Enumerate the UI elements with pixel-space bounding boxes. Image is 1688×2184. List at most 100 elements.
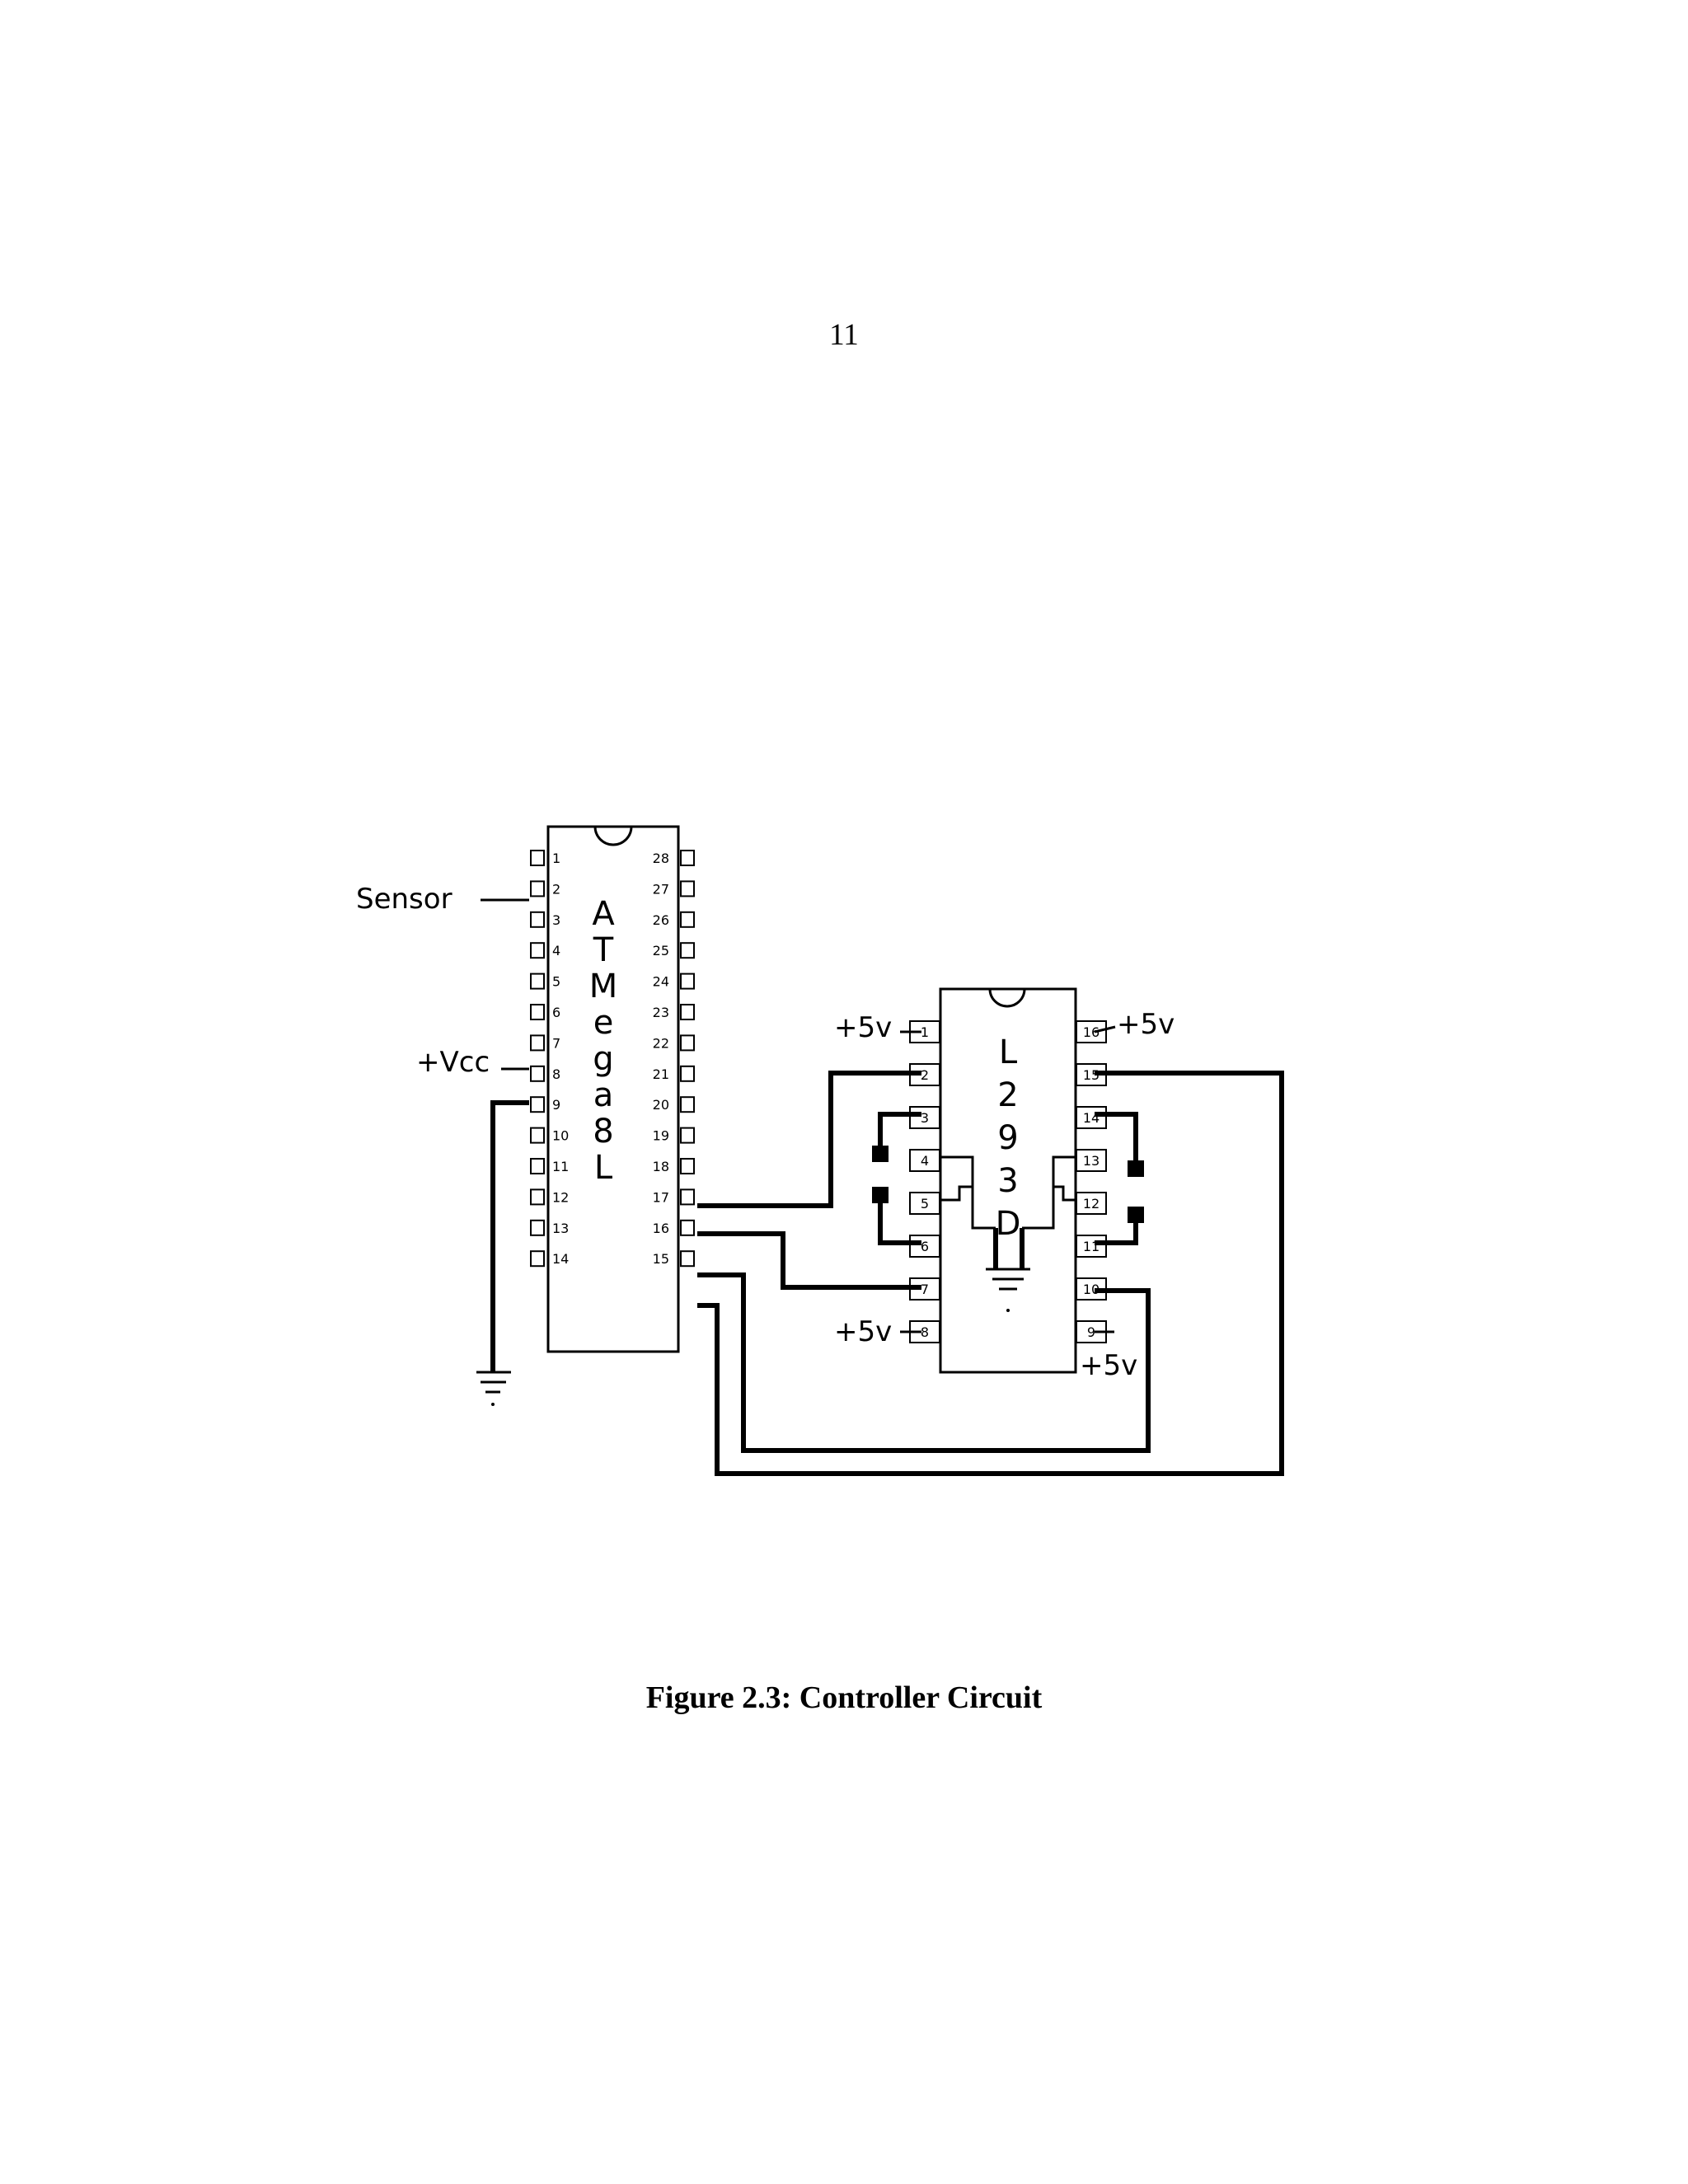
atmega-pin-number-12: 12 — [552, 1189, 569, 1205]
atmega-label-letter: a — [593, 1076, 614, 1114]
atmega-pin-number-28: 28 — [653, 851, 669, 866]
pin12-ground-trace — [1053, 1185, 1076, 1202]
atmega-pin-number-21: 21 — [653, 1066, 669, 1082]
atmega-pin-number-11: 11 — [552, 1159, 569, 1174]
atmega-pin-number-2: 2 — [552, 881, 560, 897]
wire-pin16-to-pin10 — [697, 1272, 1151, 1453]
l293d-pin-number-5: 5 — [921, 1196, 929, 1212]
atmega-pin-number-8: 8 — [552, 1066, 560, 1082]
atmega-pin-number-19: 19 — [653, 1128, 669, 1144]
atmega-pin-number-18: 18 — [653, 1159, 669, 1174]
atmega-pin-number-25: 25 — [653, 943, 669, 958]
atmega-pin-27 — [680, 880, 695, 898]
l293d-label-letter: 9 — [997, 1119, 1018, 1157]
atmega-label-letter: T — [593, 931, 614, 969]
wire-pin18-to-pin2 — [697, 1071, 921, 1208]
l293d-pin-3 — [909, 1106, 940, 1129]
l293d-pin-number-6: 6 — [921, 1239, 929, 1254]
pin14-output-wire — [1095, 1112, 1138, 1162]
l293-pin8-supply-label: +5v — [834, 1315, 892, 1348]
atmega-pin-number-13: 13 — [552, 1221, 569, 1236]
atmega-label-letter: M — [589, 968, 618, 1005]
l293-pin9-supply-label: +5v — [1080, 1349, 1137, 1382]
ground-dot — [491, 1403, 495, 1406]
atmega-pin-number-3: 3 — [552, 912, 560, 928]
atmega-pin-number-9: 9 — [552, 1097, 560, 1113]
figure-caption: Figure 2.3: Controller Circuit — [645, 1680, 1043, 1715]
l293-pin1-supply-label: +5v — [834, 1011, 892, 1044]
l293d-pin-number-1: 1 — [921, 1024, 929, 1040]
atmega-pin-number-6: 6 — [552, 1005, 560, 1020]
wire-pin15-to-pin15 — [697, 1071, 1284, 1476]
atmega-pin-11 — [530, 1158, 545, 1174]
atmega-pin-26 — [680, 911, 695, 928]
atmega-label-letter: 8 — [593, 1113, 613, 1151]
atmega-pin-number-7: 7 — [552, 1035, 560, 1051]
atmega-pin-20 — [680, 1096, 695, 1113]
l293d-pin-12 — [1076, 1192, 1107, 1215]
l293d-pin-13 — [1076, 1149, 1107, 1172]
atmega-pin-2 — [530, 880, 545, 898]
l293d-label-letter: D — [996, 1205, 1021, 1243]
atmega-pin-number-10: 10 — [552, 1128, 569, 1144]
atmega-pin-number-24: 24 — [653, 974, 669, 990]
atmega-pin-4 — [530, 942, 545, 959]
sensor-label: Sensor — [356, 883, 452, 916]
atmega-pin-22 — [680, 1034, 695, 1052]
atmega-pin-18 — [680, 1158, 695, 1174]
l293d-pin-number-12: 12 — [1083, 1196, 1100, 1212]
wire-pin17-to-pin7 — [697, 1231, 921, 1290]
l293d-pin-1 — [909, 1020, 940, 1043]
atmega-pin-number-15: 15 — [653, 1251, 669, 1267]
l293d-pin-number-2: 2 — [921, 1067, 929, 1083]
atmega-pin-23 — [680, 1004, 695, 1020]
atmega-pin-7 — [530, 1034, 545, 1052]
pin3-output-wire — [878, 1112, 921, 1146]
atmega-pin-number-1: 1 — [552, 851, 560, 866]
l293d-ground — [940, 1155, 1076, 1312]
atmega-pin-5 — [530, 972, 545, 990]
pin4-ground-trace — [940, 1155, 996, 1230]
l293-ground-dot — [1006, 1309, 1010, 1312]
atmega-pin-17 — [680, 1188, 695, 1206]
l293d-pin-number-13: 13 — [1083, 1153, 1100, 1169]
atmega8l-notch — [593, 826, 633, 846]
page-number: 11 — [829, 318, 859, 352]
pin5-ground-trace — [940, 1185, 973, 1202]
pin13-ground-trace — [1022, 1155, 1076, 1230]
atmega8l-body — [546, 825, 680, 1353]
motor2-terminal-a — [1128, 1160, 1144, 1177]
l293d-pin-number-10: 10 — [1083, 1282, 1100, 1297]
atmega-pin-15 — [680, 1250, 695, 1268]
l293-pin16-supply-label: +5v — [1117, 1008, 1175, 1041]
motor1-terminal-a — [872, 1146, 889, 1162]
supply-leads — [481, 898, 1116, 1333]
l293d-label-letter: 2 — [997, 1076, 1018, 1114]
pin16-lead — [1094, 1025, 1116, 1033]
atmega-pin-24 — [680, 972, 695, 990]
l293d-label-letter: L — [999, 1033, 1018, 1071]
atmega-pin-19 — [680, 1127, 695, 1144]
pin6-output-wire — [878, 1203, 921, 1245]
atmega-pin-number-22: 22 — [653, 1035, 669, 1051]
atmega-ground — [476, 1100, 529, 1406]
atmega-pin-number-4: 4 — [552, 943, 560, 958]
pin11-output-wire — [1095, 1223, 1138, 1245]
l293d-pin-14 — [1076, 1106, 1107, 1129]
l293d-pin-number-8: 8 — [921, 1324, 929, 1340]
atmega-pin-13 — [530, 1219, 545, 1236]
l293d-pin-5 — [909, 1192, 940, 1215]
atmega-pin-12 — [530, 1188, 545, 1206]
l293d-pin-4 — [909, 1149, 940, 1172]
atmega-pin-28 — [680, 850, 695, 866]
motor2-connections — [1095, 1112, 1144, 1245]
atmega-pin-14 — [530, 1250, 545, 1268]
atmega-pin-10 — [530, 1127, 545, 1144]
motor1-connections — [872, 1112, 921, 1245]
l293d-pin-number-7: 7 — [921, 1282, 929, 1297]
l293d-pin-16 — [1076, 1020, 1107, 1043]
atmega-pin-number-26: 26 — [653, 912, 669, 928]
atmega-pin-6 — [530, 1004, 545, 1020]
